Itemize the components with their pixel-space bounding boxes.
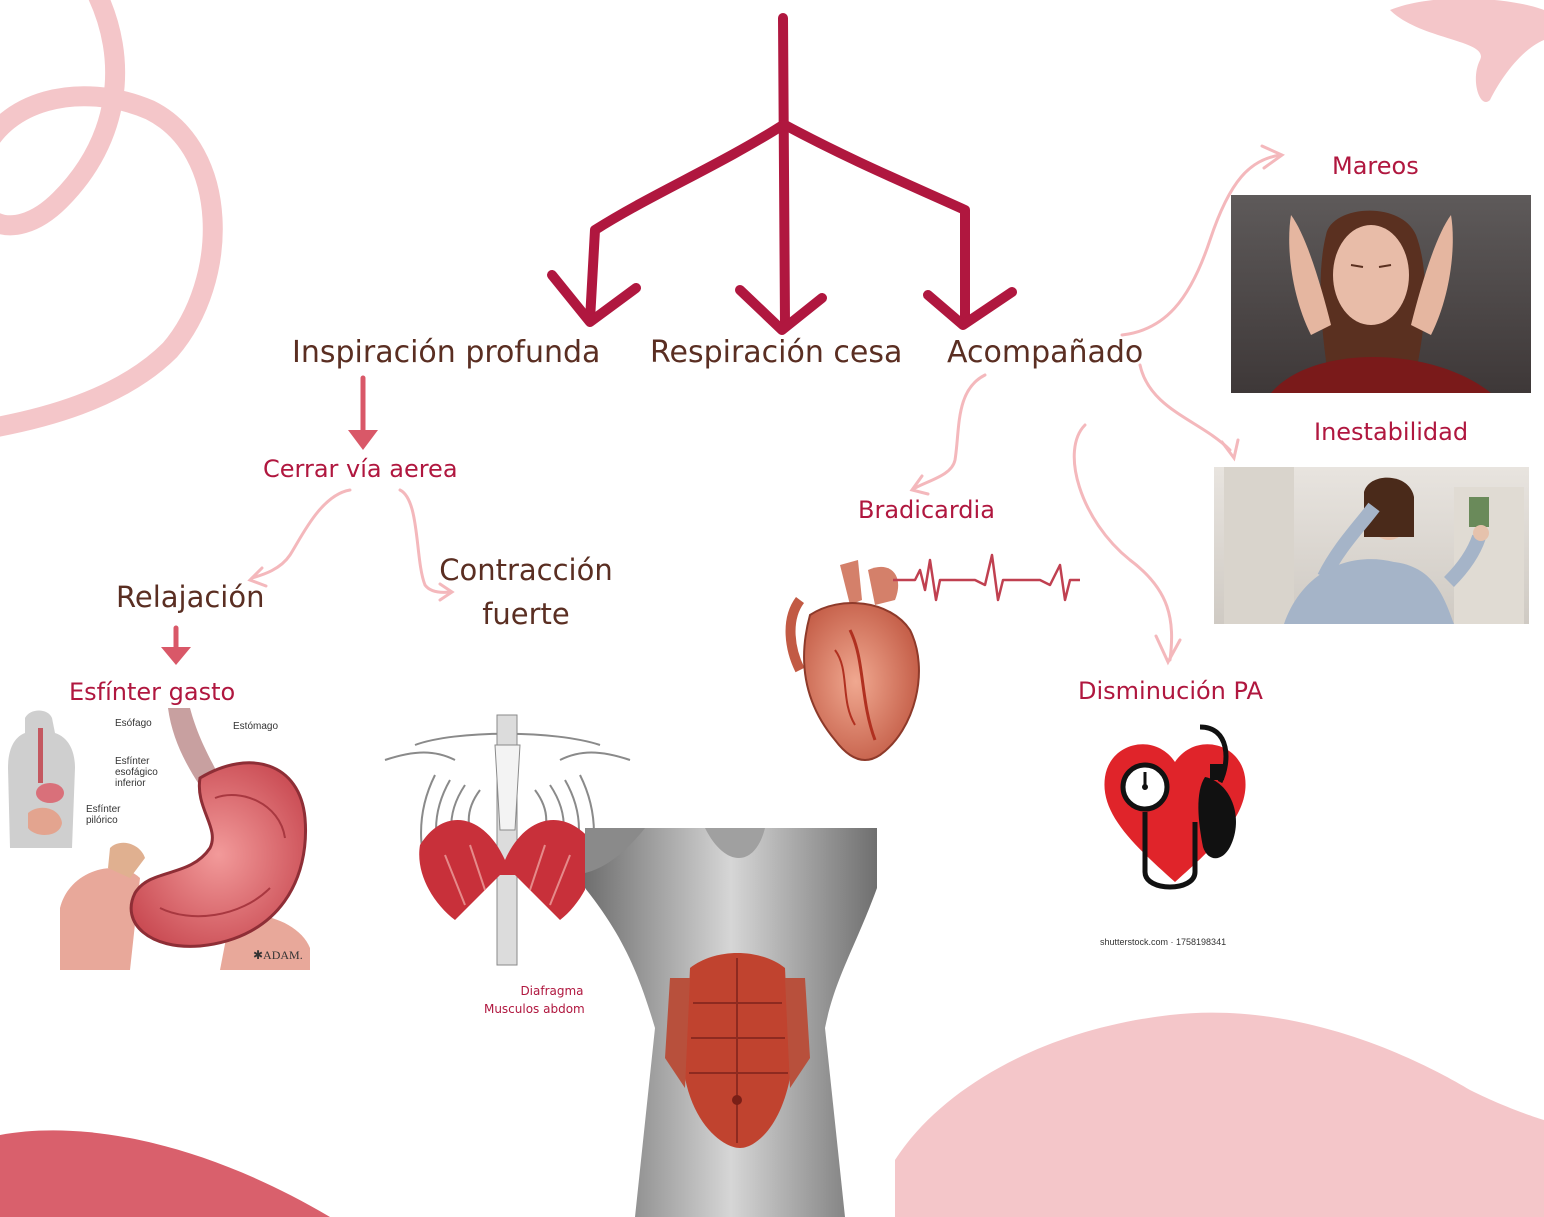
term-instability: Inestabilidad xyxy=(1314,418,1468,446)
term-bp-decrease: Disminución PA xyxy=(1078,677,1263,705)
term-dizziness: Mareos xyxy=(1332,152,1419,180)
dizziness-photo xyxy=(1231,195,1531,393)
blood-pressure-heart-icon xyxy=(1100,722,1250,897)
instability-photo xyxy=(1214,467,1529,624)
stock-credit: shutterstock.com · 1758198341 xyxy=(1100,937,1226,947)
